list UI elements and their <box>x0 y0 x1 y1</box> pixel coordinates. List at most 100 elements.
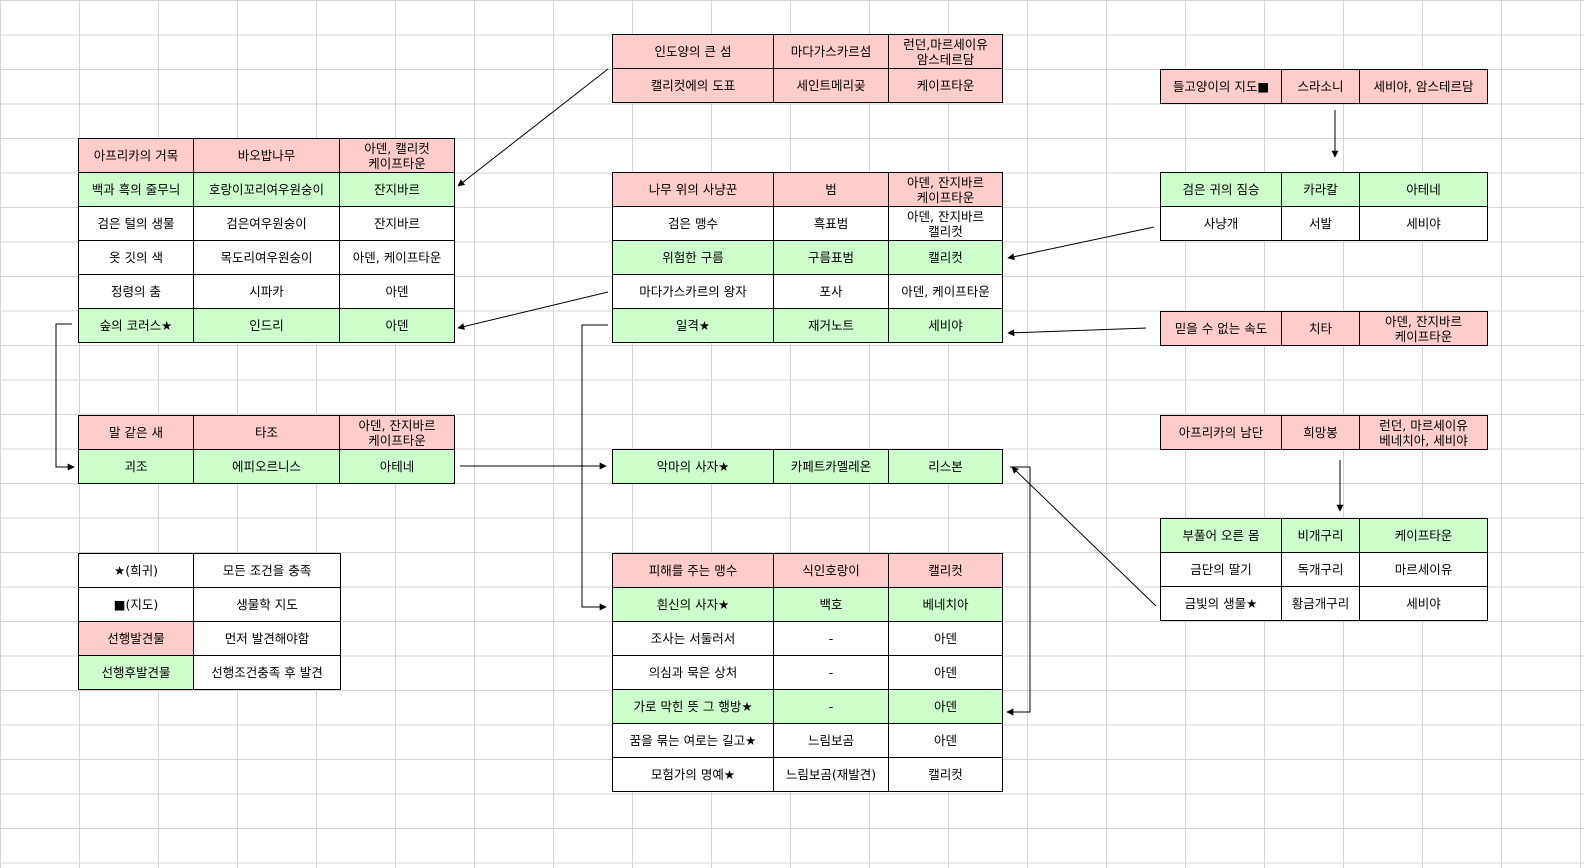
table-cell[interactable]: 검은 털의 생물 <box>78 206 194 241</box>
table-cell[interactable]: 아덴 <box>888 621 1003 656</box>
table-cell[interactable]: 비개구리 <box>1281 518 1360 553</box>
table-cell[interactable]: 시파카 <box>193 274 340 309</box>
table-cell[interactable]: 목도리여우원숭이 <box>193 240 340 275</box>
table-cell[interactable]: 마르세이유 <box>1359 552 1488 587</box>
table-cell[interactable]: 캘리컷 <box>888 240 1003 275</box>
table-cell[interactable]: 희망봉 <box>1281 415 1360 450</box>
table-cell[interactable]: 아테네 <box>339 449 455 484</box>
table-cell[interactable]: 식인호랑이 <box>773 553 889 588</box>
table-cell[interactable]: 포사 <box>773 274 889 309</box>
table-cell[interactable]: 아덴, 잔지바르 케이프타운 <box>339 415 455 450</box>
table-cell[interactable]: 느림보곰 <box>773 723 889 758</box>
table-cell[interactable]: ★(희귀) <box>78 553 194 588</box>
table-cell[interactable]: 아덴, 잔지바르 캘리컷 <box>888 206 1003 241</box>
table-cell[interactable]: 마다가스카르섬 <box>773 34 889 69</box>
table-cell[interactable]: 카라칼 <box>1281 172 1360 207</box>
table-cell[interactable]: 서발 <box>1281 206 1360 241</box>
table-cell[interactable]: 먼저 발견해야함 <box>193 621 341 656</box>
table-cell[interactable]: 아덴, 케이프타운 <box>339 240 455 275</box>
table-cell[interactable]: 들고양이의 지도■ <box>1160 69 1282 104</box>
table-cell[interactable]: 재거노트 <box>773 308 889 343</box>
table-cell[interactable]: 말 같은 새 <box>78 415 194 450</box>
table-cell[interactable]: 캘리컷 <box>888 757 1003 792</box>
table-cell[interactable]: 마다가스카르의 왕자 <box>612 274 774 309</box>
table-cell[interactable]: 런던,마르세이유 암스테르담 <box>888 34 1003 69</box>
table-cell[interactable]: 아덴, 잔지바르 케이프타운 <box>1359 311 1488 346</box>
table-cell[interactable]: 믿을 수 없는 속도 <box>1160 311 1282 346</box>
table-cell[interactable]: 스라소니 <box>1281 69 1360 104</box>
table-cell[interactable]: 흰신의 사자★ <box>612 587 774 622</box>
table-cell[interactable]: 호랑이꼬리여우원숭이 <box>193 172 340 207</box>
table-cell[interactable]: - <box>773 621 889 656</box>
table-cell[interactable]: 아테네 <box>1359 172 1488 207</box>
table-cell[interactable]: ■(지도) <box>78 587 194 622</box>
table-cell[interactable]: 아덴, 잔지바르 케이프타운 <box>888 172 1003 207</box>
table-cell[interactable]: 흑표범 <box>773 206 889 241</box>
table-cell[interactable]: 인도양의 큰 섬 <box>612 34 774 69</box>
table-cell[interactable]: 아프리카의 남단 <box>1160 415 1282 450</box>
table-cell[interactable]: 숲의 코러스★ <box>78 308 194 343</box>
table-cell[interactable]: 치타 <box>1281 311 1360 346</box>
table-cell[interactable]: 케이프타운 <box>888 68 1003 103</box>
table-cell[interactable]: 케이프타운 <box>1359 518 1488 553</box>
table-cell[interactable]: 검은여우원숭이 <box>193 206 340 241</box>
table-cell[interactable]: 꿈을 묶는 여로는 길고★ <box>612 723 774 758</box>
table-cell[interactable]: 베네치아 <box>888 587 1003 622</box>
table-cell[interactable]: 검은 맹수 <box>612 206 774 241</box>
table-cell[interactable]: 악마의 사자★ <box>612 449 774 484</box>
table-cell[interactable]: 황금개구리 <box>1281 586 1360 621</box>
table-cell[interactable]: - <box>773 655 889 690</box>
table-cell[interactable]: 느림보곰(재발견) <box>773 757 889 792</box>
table-cell[interactable]: 인드리 <box>193 308 340 343</box>
table-cell[interactable]: - <box>773 689 889 724</box>
table-cell[interactable]: 모든 조건을 충족 <box>193 553 341 588</box>
table-cell[interactable]: 바오밥나무 <box>193 138 340 173</box>
table-cell[interactable]: 아덴 <box>339 308 455 343</box>
table-cell[interactable]: 의심과 묵은 상처 <box>612 655 774 690</box>
table-cell[interactable]: 금단의 딸기 <box>1160 552 1282 587</box>
table-cell[interactable]: 캘리컷 <box>888 553 1003 588</box>
table-cell[interactable]: 세비야 <box>1359 206 1488 241</box>
table-cell[interactable]: 잔지바르 <box>339 172 455 207</box>
table-cell[interactable]: 잔지바르 <box>339 206 455 241</box>
table-cell[interactable]: 위험한 구름 <box>612 240 774 275</box>
table-cell[interactable]: 정령의 춤 <box>78 274 194 309</box>
table-cell[interactable]: 사냥개 <box>1160 206 1282 241</box>
table-cell[interactable]: 아덴 <box>888 655 1003 690</box>
table-cell[interactable]: 선행발견물 <box>78 621 194 656</box>
table-cell[interactable]: 세인트메리곶 <box>773 68 889 103</box>
table-cell[interactable]: 세비야, 암스테르담 <box>1359 69 1488 104</box>
table-cell[interactable]: 캘리컷에의 도표 <box>612 68 774 103</box>
table-cell[interactable]: 생물학 지도 <box>193 587 341 622</box>
table-cell[interactable]: 아덴 <box>888 723 1003 758</box>
table-cell[interactable]: 선행후발견물 <box>78 655 194 690</box>
table-cell[interactable]: 검은 귀의 짐승 <box>1160 172 1282 207</box>
table-cell[interactable]: 모험가의 명예★ <box>612 757 774 792</box>
table-cell[interactable]: 카페트카멜레온 <box>773 449 889 484</box>
table-cell[interactable]: 아덴, 케이프타운 <box>888 274 1003 309</box>
table-cell[interactable]: 리스본 <box>888 449 1003 484</box>
table-cell[interactable]: 피해를 주는 맹수 <box>612 553 774 588</box>
table-cell[interactable]: 세비야 <box>888 308 1003 343</box>
table-cell[interactable]: 범 <box>773 172 889 207</box>
table-cell[interactable]: 일격★ <box>612 308 774 343</box>
table-cell[interactable]: 나무 위의 사냥꾼 <box>612 172 774 207</box>
table-cell[interactable]: 조사는 서둘러서 <box>612 621 774 656</box>
table-cell[interactable]: 괴조 <box>78 449 194 484</box>
table-cell[interactable]: 아프리카의 거목 <box>78 138 194 173</box>
table-cell[interactable]: 구름표범 <box>773 240 889 275</box>
table-cell[interactable]: 타조 <box>193 415 340 450</box>
table-cell[interactable]: 독개구리 <box>1281 552 1360 587</box>
table-cell[interactable]: 가로 막힌 뜻 그 행방★ <box>612 689 774 724</box>
table-cell[interactable]: 선행조건충족 후 발견 <box>193 655 341 690</box>
table-cell[interactable]: 아덴 <box>888 689 1003 724</box>
table-cell[interactable]: 에피오르니스 <box>193 449 340 484</box>
table-cell[interactable]: 부풀어 오른 몸 <box>1160 518 1282 553</box>
table-cell[interactable]: 옷 깃의 색 <box>78 240 194 275</box>
table-cell[interactable]: 런던, 마르세이유 베네치아, 세비야 <box>1359 415 1488 450</box>
table-cell[interactable]: 아덴, 캘리컷 케이프타운 <box>339 138 455 173</box>
table-cell[interactable]: 백과 흑의 줄무늬 <box>78 172 194 207</box>
table-cell[interactable]: 아덴 <box>339 274 455 309</box>
table-cell[interactable]: 금빛의 생물★ <box>1160 586 1282 621</box>
table-cell[interactable]: 세비야 <box>1359 586 1488 621</box>
